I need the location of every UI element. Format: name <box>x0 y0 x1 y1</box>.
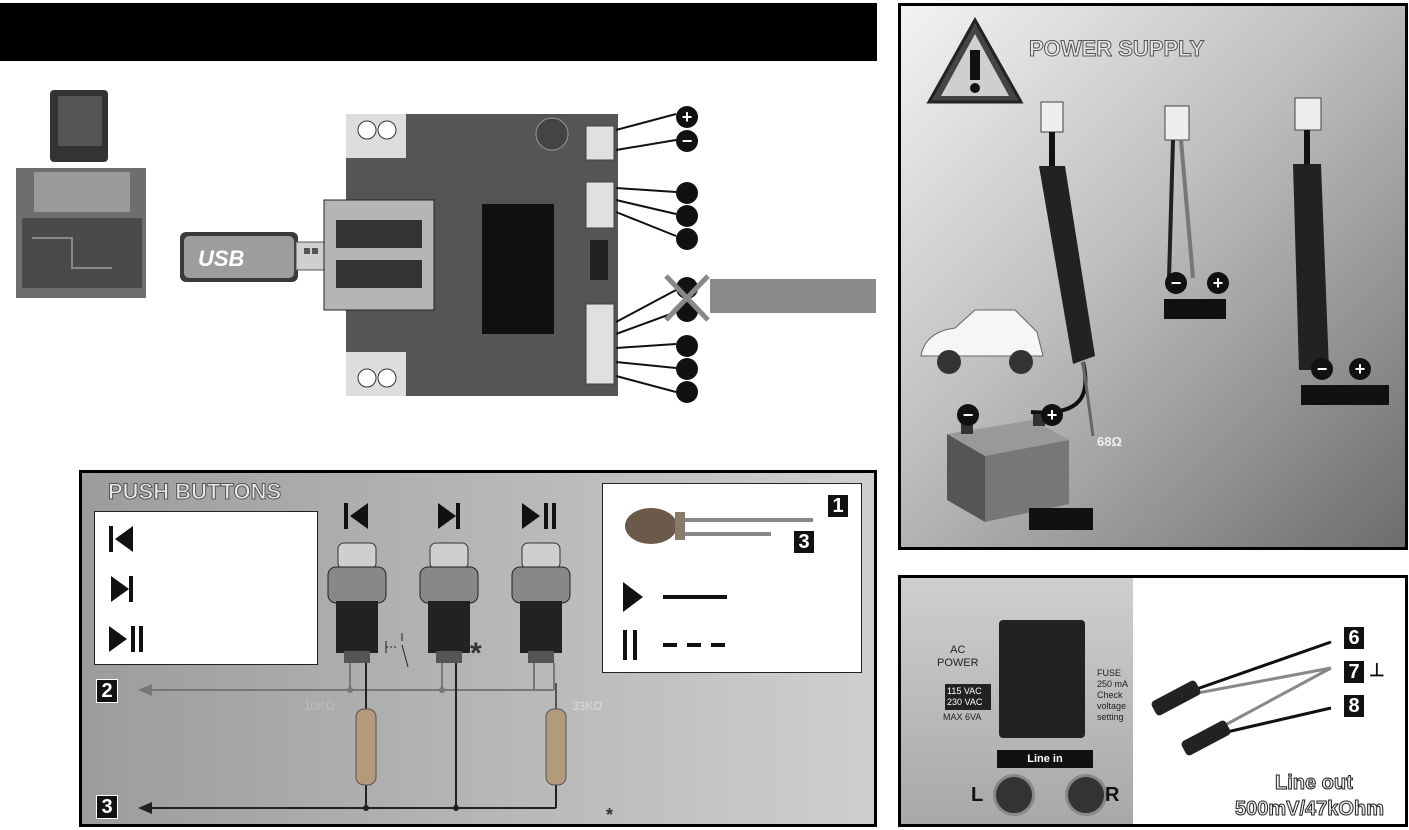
next-track-icon <box>111 576 133 602</box>
voltage-115: 115 VAC <box>947 686 982 696</box>
push-button-previous <box>327 542 387 663</box>
play-pause-icon <box>109 626 143 652</box>
connector-number-8: 8 <box>1343 694 1365 718</box>
pause-dashed-line-icon <box>623 630 727 660</box>
cable-plus-icon: + <box>1207 272 1229 294</box>
pin-dot <box>676 205 698 227</box>
iec-socket <box>999 620 1085 738</box>
car-image <box>920 309 1044 374</box>
switch-symbol-icon <box>385 633 409 668</box>
label-bar <box>1029 508 1093 530</box>
rca-left-jack <box>993 774 1035 816</box>
connector-number-1: 1 <box>827 494 849 518</box>
resistor-33k-label: 33KΩ <box>572 699 603 713</box>
led-legend-box: 1 3 <box>602 483 862 673</box>
push-button-next <box>419 542 479 663</box>
plus-pin-icon: + <box>676 106 698 128</box>
label-bar <box>1301 385 1389 405</box>
power-supply-title: POWER SUPPLY <box>1028 36 1205 62</box>
line-out-label: Line out <box>1275 772 1354 795</box>
battery-image <box>947 414 1069 522</box>
line-in-label: Line in <box>997 750 1093 768</box>
connector-number-2: 2 <box>96 679 118 703</box>
pin-dot <box>676 358 698 380</box>
left-channel-label: L <box>971 784 984 806</box>
voltage-box: 115 VAC 230 VAC <box>945 684 991 710</box>
previous-track-icon <box>109 526 133 552</box>
led-image <box>625 508 813 544</box>
push-buttons-title: PUSH BUTTONS <box>107 479 282 505</box>
previous-track-icon <box>344 503 368 529</box>
resistor-68-label: 68Ω <box>1097 434 1122 449</box>
connector-number-3-led: 3 <box>793 530 815 554</box>
pin-dot <box>676 228 698 250</box>
sd-card-module-image <box>16 90 146 298</box>
minus-pin-icon: − <box>676 130 698 152</box>
button-wiring <box>138 663 567 814</box>
pin-leader-lines <box>615 113 677 393</box>
usb-logo: USB <box>198 246 245 271</box>
max-label: MAX 6VA <box>943 712 982 722</box>
ground-symbol-icon: ⊥ <box>1369 660 1385 680</box>
connector-number-3: 3 <box>96 795 118 819</box>
pin-dot <box>676 182 698 204</box>
cable-minus-icon: − <box>1165 272 1187 294</box>
voltage-230: 230 VAC <box>947 697 983 707</box>
battery-minus-icon: − <box>957 404 979 426</box>
blank-label-bar <box>710 279 876 313</box>
module-minus-icon: − <box>1311 358 1333 380</box>
audio-panel: AC POWER 115 VAC 230 VAC MAX 6VA FUSE 25… <box>898 575 1408 827</box>
rca-cable-image <box>1151 640 1332 756</box>
pin-dot <box>676 381 698 403</box>
label-bar <box>1164 299 1226 319</box>
module-plus-icon: + <box>1349 358 1371 380</box>
battery-plus-icon: + <box>1041 404 1063 426</box>
header-bar <box>0 3 877 61</box>
play-pause-icon <box>522 503 556 529</box>
warning-icon <box>926 16 1024 104</box>
next-track-icon <box>438 503 460 529</box>
button-legend-box <box>94 511 318 665</box>
resistor-10k-label: 10KΩ <box>304 699 335 713</box>
push-buttons-panel: PUSH BUTTONS * <box>79 470 877 827</box>
cross-icon <box>664 274 710 322</box>
push-button-play-pause <box>511 542 571 663</box>
power-supply-panel: POWER SUPPLY − + − + − + 68Ω <box>898 3 1408 550</box>
plain-cable <box>1164 105 1195 279</box>
power-cable-module-right <box>1293 97 1329 370</box>
footnote-asterisk: * <box>606 805 614 825</box>
connector-number-6: 6 <box>1343 626 1365 650</box>
pcb-image <box>323 114 618 396</box>
play-solid-line-icon <box>623 582 727 612</box>
right-channel-label: R <box>1105 784 1120 806</box>
fuse-label: FUSE 250 mA Check voltage setting <box>1097 668 1129 722</box>
rca-right-jack <box>1065 774 1107 816</box>
usb-stick-image: USB <box>180 232 325 282</box>
asterisk-mark: * <box>470 637 482 670</box>
pin-dot <box>676 335 698 357</box>
connector-number-7: 7 <box>1343 660 1365 684</box>
line-out-spec: 500mV/47kOhm <box>1235 798 1385 821</box>
ac-power-label: AC POWER <box>937 644 979 669</box>
